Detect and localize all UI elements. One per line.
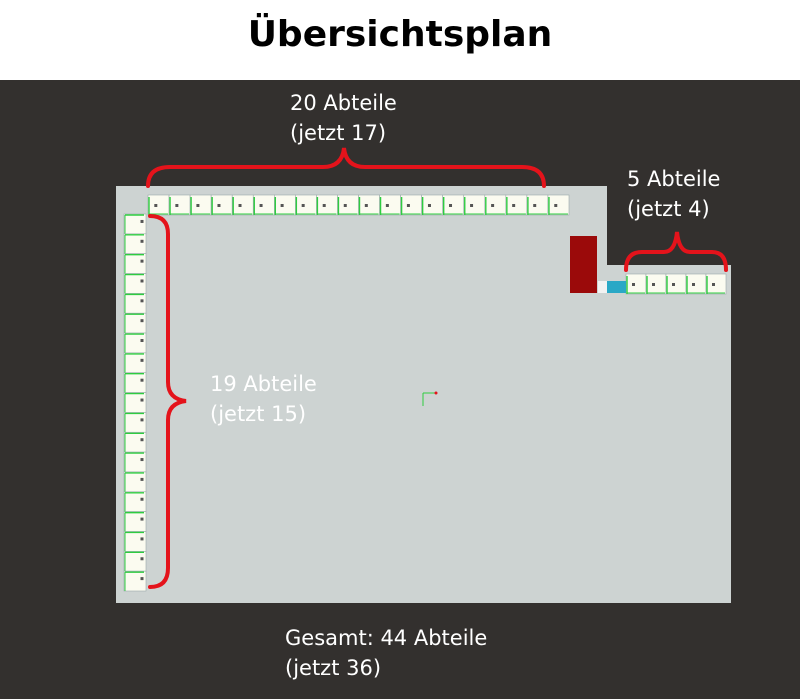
left-label-current: (jetzt 15): [210, 402, 307, 426]
top-label: 20 Abteile (jetzt 17): [290, 88, 397, 148]
right-row-compartment: [705, 273, 727, 295]
right-label: 5 Abteile (jetzt 4): [627, 164, 720, 224]
right-row-compartment: [645, 273, 667, 295]
left-column-compartment: [123, 431, 147, 453]
top-row-compartment: [273, 194, 296, 216]
header: Übersichtsplan: [0, 0, 800, 80]
left-column-compartment: [123, 233, 147, 254]
left-column-compartment: [123, 451, 147, 473]
top-row-compartment: [484, 194, 507, 216]
white-block: [598, 281, 607, 293]
right-brace: [624, 231, 728, 272]
right-row-compartment: [685, 273, 707, 295]
top-row-compartment: [547, 194, 570, 216]
right-label-count: 5 Abteile: [627, 167, 721, 191]
left-column-compartment: [123, 312, 147, 334]
top-label-current: (jetzt 17): [290, 121, 387, 145]
top-row-compartments: [147, 194, 570, 216]
center-marker: [422, 391, 438, 406]
left-column-compartment: [123, 511, 147, 532]
top-row-compartment: [189, 194, 212, 216]
top-row-compartment: [295, 194, 317, 216]
left-column-compartment: [123, 412, 147, 433]
top-row-compartment: [337, 194, 359, 216]
left-column-compartment: [123, 352, 147, 374]
left-column-compartment: [123, 392, 147, 413]
top-label-count: 20 Abteile: [290, 91, 397, 115]
top-row-compartment: [379, 194, 401, 216]
left-column-compartment: [123, 471, 147, 493]
top-row-compartment: [210, 194, 233, 216]
top-row-compartment: [168, 194, 191, 216]
left-column-compartments: [123, 213, 147, 592]
left-column-compartment: [123, 293, 147, 314]
left-column-compartment: [123, 273, 147, 294]
top-row-compartment: [526, 194, 549, 216]
top-row-compartment: [400, 194, 422, 216]
total-label-current: (jetzt 36): [285, 656, 382, 680]
total-label-count: Gesamt: 44 Abteile: [285, 626, 488, 650]
right-row-compartment: [625, 273, 647, 295]
right-label-current: (jetzt 4): [627, 197, 710, 221]
top-row-compartment: [252, 194, 275, 216]
top-row-compartment: [421, 194, 443, 216]
left-column-compartment: [123, 531, 147, 552]
left-column-compartment: [123, 570, 147, 592]
top-row-compartment: [316, 194, 338, 216]
top-brace: [146, 147, 546, 188]
left-column-compartment: [123, 491, 147, 512]
top-row-compartment: [147, 194, 170, 216]
right-row-compartments: [625, 273, 727, 295]
right-row-compartment: [665, 273, 687, 295]
left-column-compartment: [123, 551, 147, 572]
blue-block: [607, 281, 626, 293]
total-label: Gesamt: 44 Abteile (jetzt 36): [285, 623, 487, 683]
left-label: 19 Abteile (jetzt 15): [210, 369, 317, 429]
top-row-compartment: [231, 194, 254, 216]
top-row-compartment: [505, 194, 528, 216]
left-column-compartment: [123, 213, 147, 235]
left-column-compartment: [123, 253, 147, 274]
left-column-compartment: [123, 372, 147, 393]
left-column-compartment: [123, 332, 147, 354]
top-row-compartment: [442, 194, 465, 216]
dark-red-block: [570, 236, 597, 293]
left-brace: [148, 214, 187, 589]
page-title: Übersichtsplan: [247, 14, 553, 55]
left-label-count: 19 Abteile: [210, 372, 317, 396]
top-row-compartment: [358, 194, 380, 216]
top-row-compartment: [463, 194, 486, 216]
